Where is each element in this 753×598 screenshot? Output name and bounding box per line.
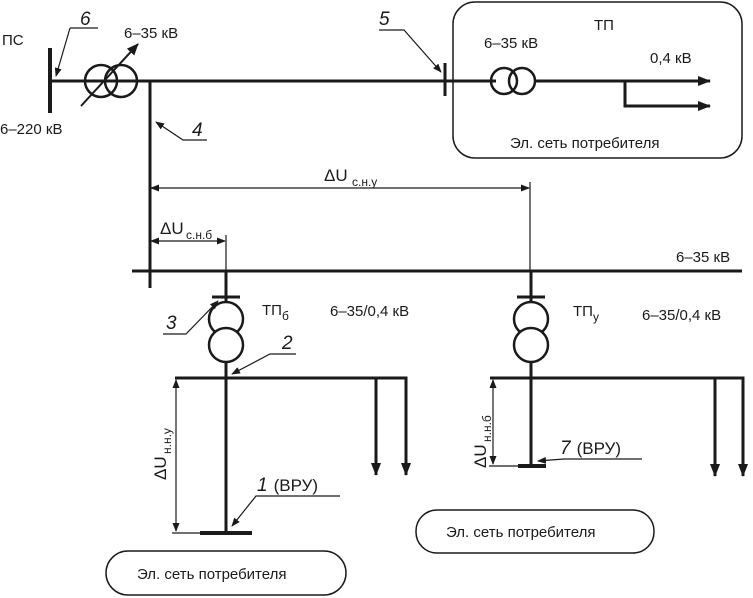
- tpb-transformer-icon: [207, 300, 245, 364]
- tp-output-arrow-2: [623, 81, 711, 111]
- consumer-net-right-label: Эл. сеть потребителя: [446, 524, 595, 541]
- bus-voltage-label: 6–35 кВ: [676, 249, 730, 266]
- tp-voltage-label: 6–35 кВ: [484, 35, 538, 52]
- callout-2-leader: [231, 353, 296, 375]
- ps-voltage-label: 6–220 кВ: [0, 121, 62, 138]
- tpb-ratio-label: 6–35/0,4 кВ: [330, 303, 409, 320]
- dim-snb-symbol: ΔU: [160, 219, 184, 238]
- callout-1-label: 1(ВРУ): [257, 475, 318, 496]
- callout-7-label: 7(ВРУ): [560, 438, 621, 459]
- consumer-net-right-box: [415, 509, 655, 554]
- callout-4-leader: [155, 121, 207, 141]
- callout-4-label: 4: [192, 120, 203, 141]
- tpy-transformer-icon: [512, 300, 550, 364]
- tp-transformer-icon: [489, 66, 537, 96]
- callout-5-label: 5: [379, 9, 390, 30]
- dim-nnb-label: ΔU н.н.б: [471, 415, 494, 468]
- dim-sny-symbol: ΔU: [324, 166, 348, 185]
- callout-3-label: 3: [166, 313, 177, 334]
- svg-text:ΔU: ΔU: [471, 444, 490, 468]
- callout-1-leader: [231, 495, 340, 527]
- callout-6-leader: [54, 27, 71, 77]
- callout-5-leader: [379, 29, 442, 73]
- callout-6-label: 6: [80, 9, 91, 30]
- svg-text:н.н.б: н.н.б: [480, 415, 494, 442]
- tp-title: ТП: [594, 17, 614, 34]
- consumer-net-left-label: Эл. сеть потребителя: [137, 566, 286, 583]
- ps-label: ПС: [2, 32, 24, 49]
- regulating-transformer-icon: [80, 43, 139, 107]
- tp-out-voltage-label: 0,4 кВ: [650, 50, 692, 67]
- tpb-lv-bus: [175, 376, 411, 476]
- consumer-net-left-box: [105, 550, 347, 596]
- tp-consumer-net-label: Эл. сеть потребителя: [510, 135, 659, 152]
- svg-text:ΔU: ΔU: [151, 456, 170, 480]
- svg-text:н.н.у: н.н.у: [160, 428, 174, 454]
- dim-sny-subscript: с.н.у: [352, 175, 377, 189]
- callout-3-leader: [163, 300, 219, 335]
- tpy-ratio-label: 6–35/0,4 кВ: [642, 307, 721, 324]
- tpb-label: ТПб: [262, 302, 289, 323]
- tpy-label: ТПу: [573, 303, 599, 324]
- tpy-lv-bus: [490, 376, 748, 477]
- callout-7-leader: [537, 456, 642, 464]
- transformer-voltage-label: 6–35 кВ: [124, 25, 178, 42]
- callout-2-label: 2: [281, 333, 293, 354]
- dim-nny-label: ΔU н.н.у: [151, 428, 174, 480]
- dim-snb-subscript: с.н.б: [186, 228, 212, 242]
